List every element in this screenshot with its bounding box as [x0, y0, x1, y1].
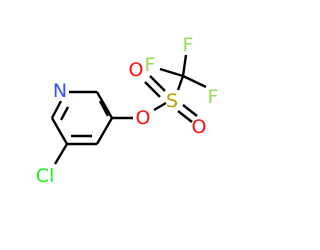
atom-labels: N Cl O S O O F F F [36, 34, 219, 187]
atom-fluorine-top: F [183, 34, 194, 56]
atom-sulfonyl-oxygen-bottom: O [192, 116, 207, 138]
bond-s-cf3 [176, 75, 185, 91]
bond-c6-n-inner [59, 106, 70, 121]
bond-s-o-bottom-b [182, 104, 198, 117]
substituent-bonds [53, 54, 207, 165]
atom-fluorine-left: F [145, 54, 156, 76]
atom-chlorine: Cl [36, 165, 55, 187]
bond-o-s [153, 101, 167, 112]
atom-ester-oxygen: O [136, 107, 151, 129]
bond-cf3-f-right [182, 74, 207, 89]
chemical-structure: N Cl O S O O F F F [36, 34, 219, 187]
bond-cf3-f-top [181, 54, 188, 77]
atom-fluorine-right: F [208, 86, 219, 108]
bond-s-o-bottom-a [177, 110, 193, 123]
bond-c6-n [50, 100, 63, 119]
bond-s-o-top-b [144, 81, 161, 98]
atom-nitrogen: N [53, 80, 67, 102]
pyridine-ring [50, 90, 114, 146]
bond-cf3-f-left [159, 67, 184, 78]
bond-c5-cl [53, 143, 69, 165]
bond-c3-c4 [95, 117, 114, 145]
bond-c2-c3 [95, 91, 114, 119]
atom-sulfur: S [166, 90, 178, 112]
atom-sulfonyl-oxygen-top: O [129, 59, 144, 81]
bond-c2-c3-inner [98, 100, 110, 117]
bond-c5-c6 [50, 117, 69, 145]
bond-s-o-top-a [149, 75, 166, 92]
